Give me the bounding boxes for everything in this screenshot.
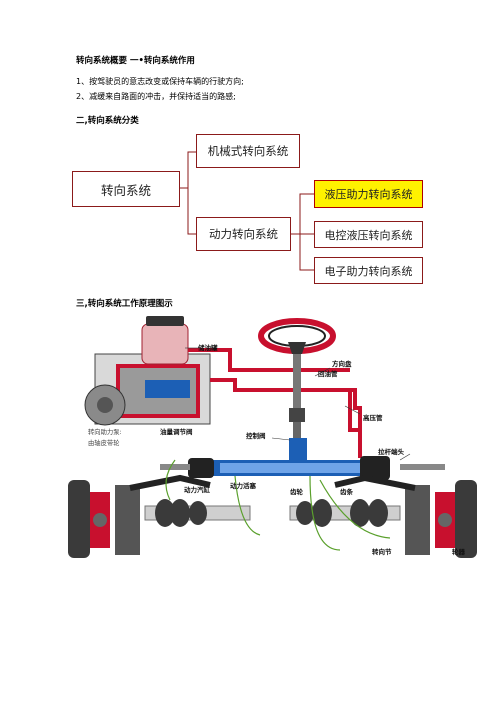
label-power-cylinder: 动力汽缸: [184, 485, 211, 494]
label-steering-wheel: 方向盘: [332, 359, 352, 368]
label-pump-line2: 由轴皮带轮: [88, 438, 120, 447]
label-wheel: 轮器: [452, 547, 466, 556]
steering-wheel-icon: [258, 318, 336, 444]
connector-root-power: [187, 188, 196, 235]
section-heading-diagram: 三,转向系统工作原理图示: [76, 299, 173, 309]
power-steering-pump: [84, 353, 211, 426]
axle-assembly: [115, 474, 430, 555]
label-reservoir: 储油罐: [197, 343, 218, 352]
tree-connectors: [180, 151, 314, 271]
label-tie-rod-end: 拉杆端头: [378, 447, 405, 456]
tree-electric: 电子助力转向系统: [314, 257, 423, 284]
leader-lines: [185, 347, 411, 461]
hoses: [165, 459, 391, 551]
label-pump-line1: 转向助力泵:: [88, 427, 122, 436]
label-pinion: 齿轮: [290, 487, 304, 496]
steering-diagram: 储油罐 方向盘 回油管 高压管 油量调节阀 控制阀 拉杆端头 动力汽缸 动力活塞…: [68, 316, 477, 558]
list-item: 2、减缓来自路面的冲击，并保持适当的路感;: [76, 92, 236, 101]
label-power-piston: 动力活塞: [230, 481, 257, 490]
connector-power-electric: [299, 234, 314, 271]
wheel-left: [68, 480, 110, 558]
oil-reservoir: [141, 316, 189, 365]
wheel-right: [435, 480, 477, 558]
connector-power-hydraulic: [291, 193, 314, 235]
label-flow-valve: 油量调节阀: [160, 427, 193, 436]
steering-rack: [160, 456, 445, 480]
control-valve: [289, 438, 307, 460]
label-rack: 齿条: [340, 487, 354, 496]
section-heading-classification: 二,转向系统分类: [76, 116, 139, 126]
doc-title: 转向系统概要 一•转向系统作用: [76, 56, 195, 66]
tree-electro-hydraulic: 电控液压转向系统: [314, 221, 423, 248]
list-item: 1、按驾驶员的意志改变或保持车辆的行驶方向;: [76, 77, 244, 86]
connector-root-mechanical: [180, 151, 196, 189]
tree-hydraulic: 液压助力转向系统: [314, 180, 423, 208]
label-return-pipe: 回油管: [318, 369, 338, 378]
label-high-pressure-pipe: 高压管: [363, 413, 383, 422]
tree-mechanical: 机械式转向系统: [196, 134, 300, 168]
tree-root: 转向系统: [72, 171, 180, 207]
tree-power: 动力转向系统: [196, 217, 291, 251]
label-knuckle: 转向节: [372, 547, 392, 556]
label-control-valve: 控制阀: [246, 431, 266, 440]
